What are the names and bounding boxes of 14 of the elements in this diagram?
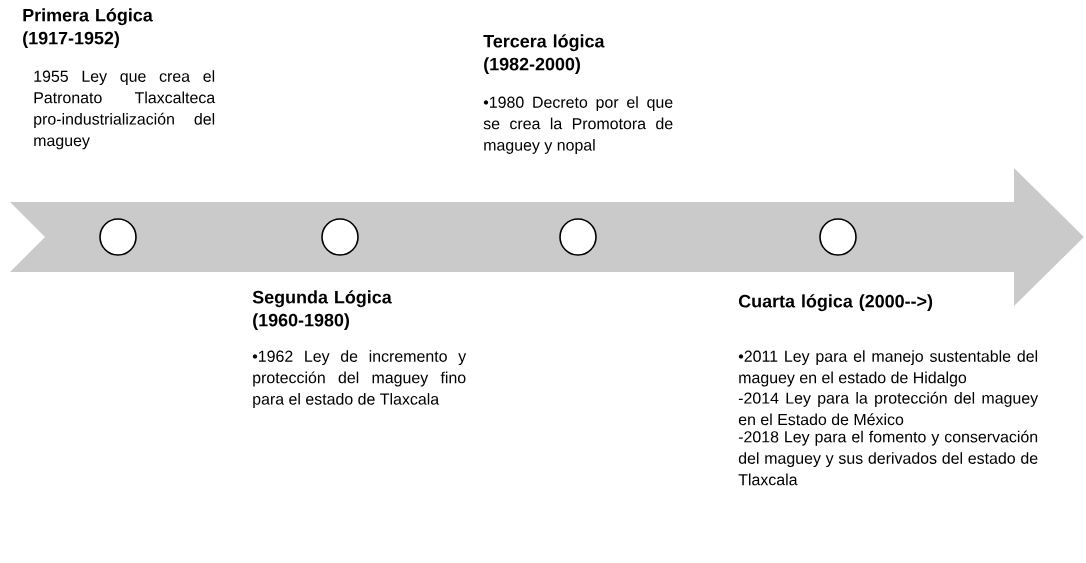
heading: Segunda Lógica (1960-1980) <box>252 290 392 330</box>
timeline-marker <box>819 218 857 256</box>
heading: Tercera lógica (1982-2000) <box>483 34 605 74</box>
body-text: -2018 Ley para el fomento y conservación del maguey y sus derivados del estado de Tlaxcala <box>738 430 1038 486</box>
body-text: •1980 Decreto por el que se crea la Promotora de maguey y nopal <box>483 96 673 154</box>
body-text: •1962 Ley de incremento y protección del maguey fino para el estado de Tlaxcala <box>252 350 467 408</box>
timeline-marker <box>321 218 359 256</box>
timeline-marker <box>559 218 597 256</box>
body-text: 1955 Ley que crea el Patronato Tlaxcalteca pro-industrialización del maguey <box>34 70 216 150</box>
body-text: •2011 Ley para el manejo sustentable del maguey en el estado de Hidalgo <box>738 350 1038 387</box>
body-text: -2014 Ley para la protección del maguey en el Estado de México <box>738 391 1039 426</box>
timeline-marker <box>99 218 137 256</box>
heading: Cuarta lógica (2000-->) <box>738 294 933 312</box>
heading: Primera Lógica (1917-1952) <box>23 8 153 48</box>
